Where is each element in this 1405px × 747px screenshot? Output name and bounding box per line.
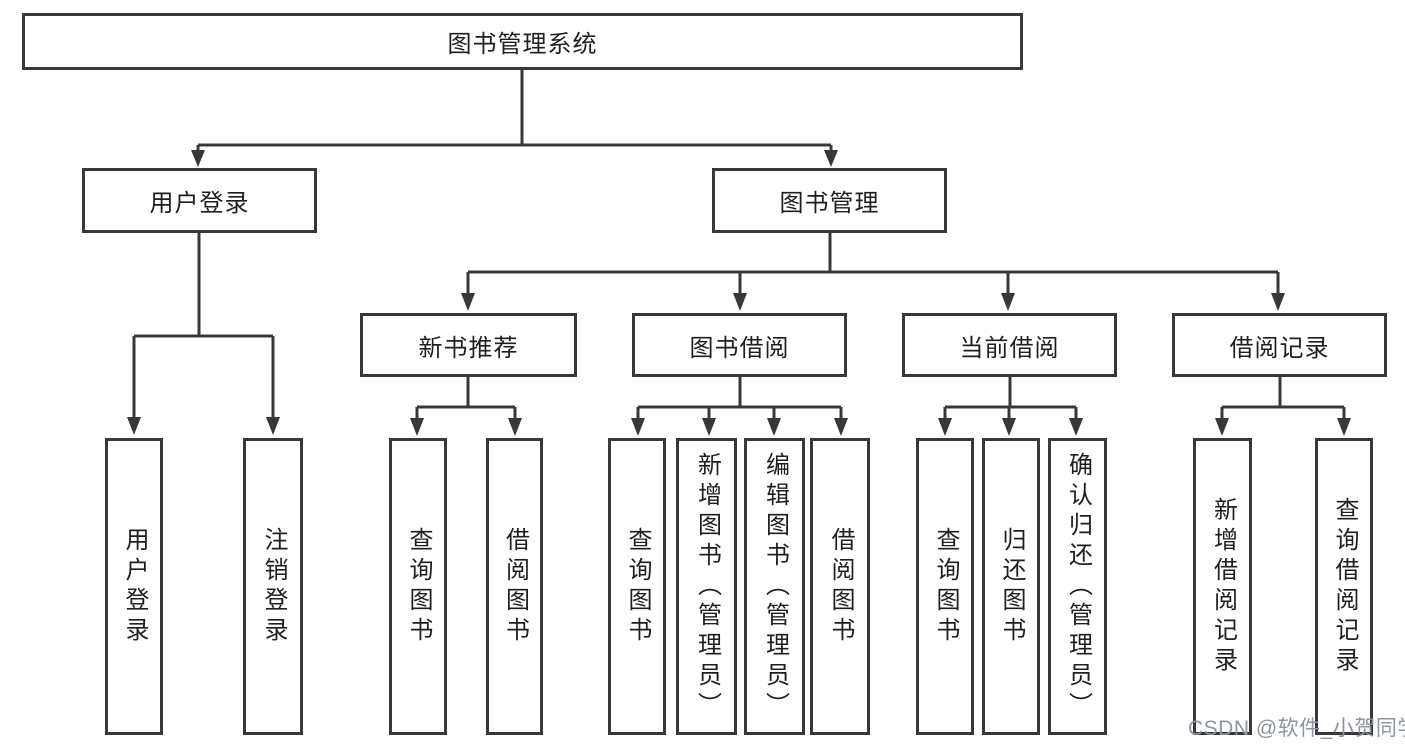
leaf-query-books-recommend: 查询图书 — [389, 438, 447, 735]
csdn-watermark: CSDN @软件_小贺同学 — [1188, 717, 1405, 740]
leaf-query-books-borrow: 查询图书 — [608, 438, 666, 735]
leaf-user-login: 用户登录 — [105, 438, 163, 735]
node-user-login: 用户登录 — [82, 168, 317, 233]
node-current-borrowing: 当前借阅 — [902, 313, 1117, 377]
leaf-label: 查询图书 — [932, 526, 959, 647]
leaf-label: 确认归还（管理员） — [1064, 451, 1092, 722]
leaf-label: 借阅图书 — [827, 526, 854, 647]
leaf-label: 编辑图书（管理员） — [761, 451, 789, 722]
leaf-label: 新增图书（管理员） — [693, 451, 721, 722]
node-book-management: 图书管理 — [712, 168, 947, 233]
leaf-borrow-books: 借阅图书 — [810, 438, 870, 735]
leaf-label: 新增借阅记录 — [1209, 496, 1237, 677]
leaf-label: 查询图书 — [405, 526, 432, 647]
node-borrow-records: 借阅记录 — [1172, 313, 1387, 377]
leaf-add-borrow-record: 新增借阅记录 — [1193, 438, 1252, 735]
leaf-confirm-return-admin: 确认归还（管理员） — [1048, 438, 1107, 735]
leaf-borrow-books-recommend: 借阅图书 — [486, 438, 543, 735]
leaf-edit-books-admin: 编辑图书（管理员） — [744, 438, 805, 735]
node-new-book-recommend: 新书推荐 — [360, 313, 577, 377]
leaf-label: 归还图书 — [998, 526, 1025, 647]
leaf-label: 用户登录 — [121, 526, 148, 647]
leaf-label: 注销登录 — [260, 526, 287, 647]
leaf-add-books-admin: 新增图书（管理员） — [676, 438, 737, 735]
leaf-label: 借阅图书 — [501, 526, 529, 647]
node-book-borrowing: 图书借阅 — [632, 313, 847, 377]
leaf-logout: 注销登录 — [243, 438, 303, 735]
leaf-return-books: 归还图书 — [982, 438, 1040, 735]
leaf-label: 查询图书 — [624, 526, 651, 647]
leaf-query-books-current: 查询图书 — [916, 438, 974, 735]
node-root-system: 图书管理系统 — [22, 13, 1023, 70]
leaf-query-borrow-record: 查询借阅记录 — [1315, 438, 1373, 735]
leaf-label: 查询借阅记录 — [1331, 496, 1358, 677]
